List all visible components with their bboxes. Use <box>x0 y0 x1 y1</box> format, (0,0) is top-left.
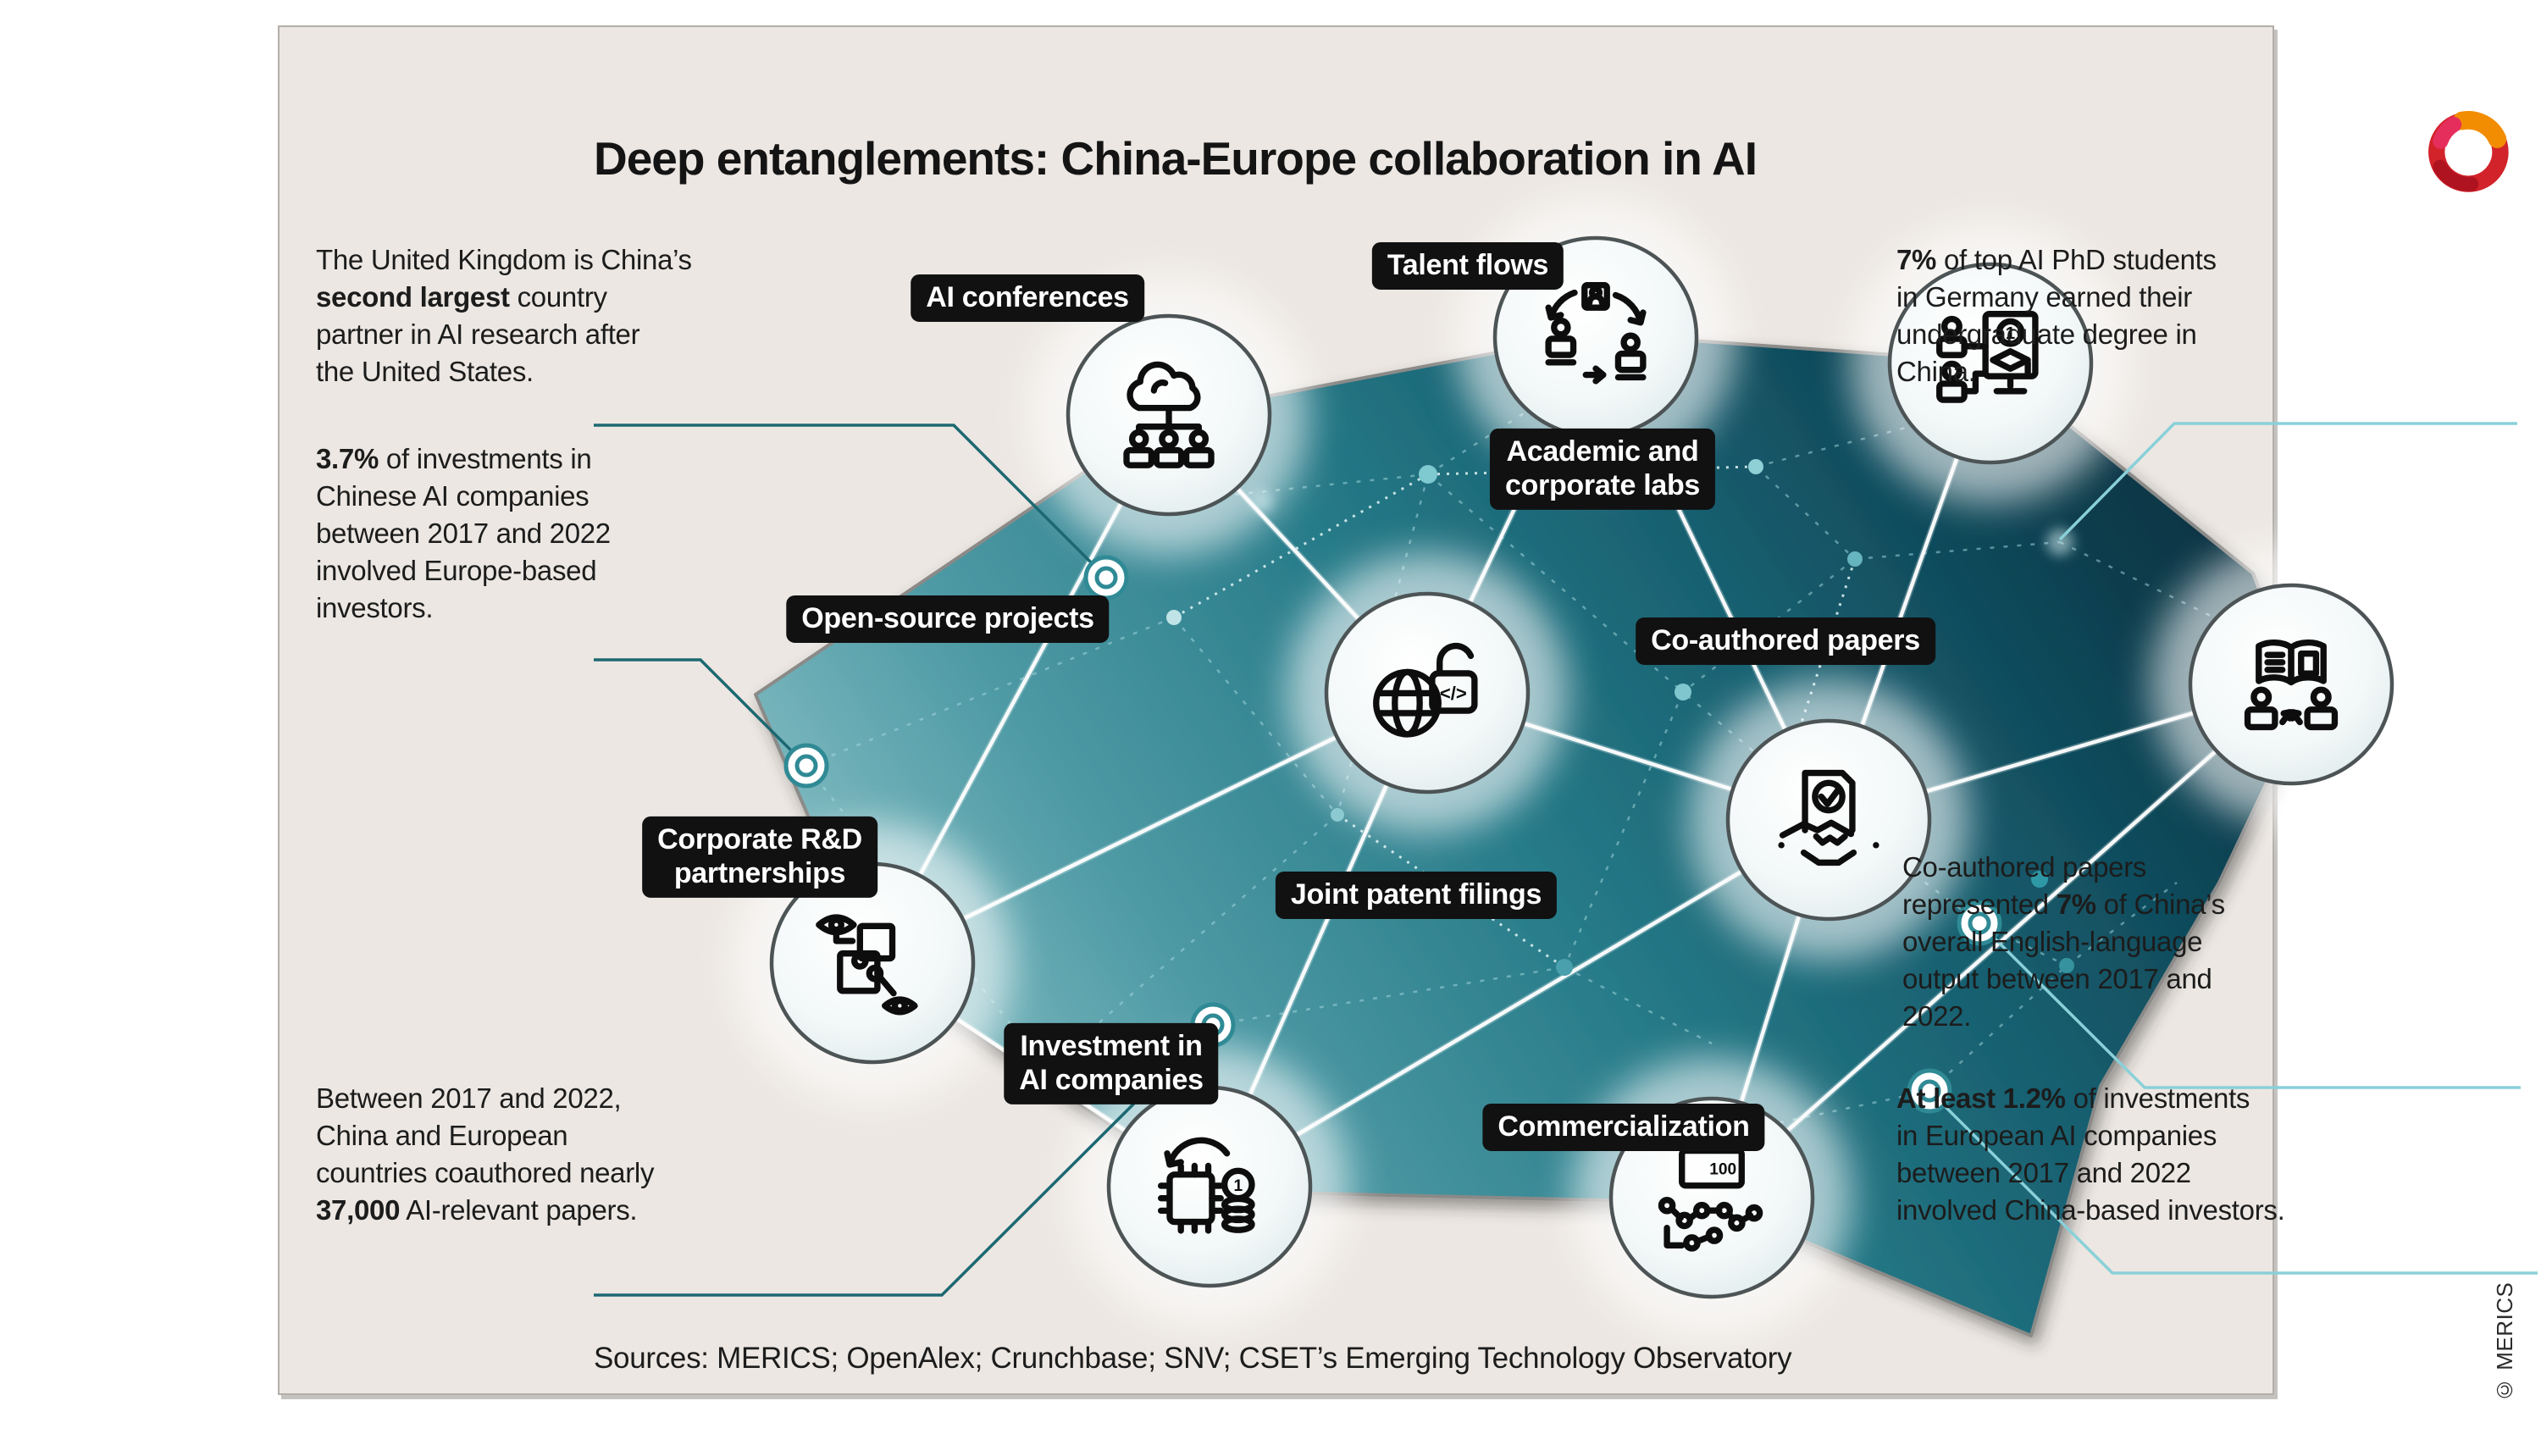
investment-icon: 1 <box>1157 1137 1255 1234</box>
corporate-rd-icon <box>816 914 918 1016</box>
phd-connector <box>2058 422 2517 541</box>
mesh-dot <box>1556 959 1573 976</box>
label-co: Co-authored papers <box>1636 617 1935 666</box>
edge-underlay <box>1206 691 1431 1188</box>
open-source-icon: </> <box>1373 642 1478 738</box>
edge-line <box>1826 363 1993 821</box>
mesh-dot <box>1166 610 1182 625</box>
mesh-dot <box>1847 551 1863 567</box>
label-ta: Talent flows <box>1371 241 1564 291</box>
mesh-dot <box>1331 808 1344 822</box>
copyright-vertical: © MERICS <box>2492 1282 2517 1403</box>
edge-line <box>1425 336 1598 694</box>
label-jp: Joint patent filings <box>1275 871 1558 920</box>
edge-line <box>1426 690 1830 822</box>
mesh-line <box>1755 404 1991 468</box>
china-investment-connector <box>594 658 808 767</box>
edge-underlay <box>1426 689 1830 823</box>
edge-line <box>871 413 1171 965</box>
label-ai: AI conferences <box>911 274 1144 323</box>
ring-node <box>783 743 829 789</box>
mesh-line <box>2059 540 2220 622</box>
sources-line: Sources: MERICS; OpenAlex; Crunchbase; S… <box>594 1342 1792 1375</box>
node-jp <box>1725 718 1932 922</box>
halo-dot <box>1251 490 1273 512</box>
mesh-line <box>1782 558 1857 778</box>
node-glow <box>2151 545 2431 824</box>
page-title: Deep entanglements: China-Europe collabo… <box>594 131 1758 185</box>
co-authored-papers-icon <box>2244 639 2339 731</box>
mesh-line <box>1564 966 1713 1045</box>
node-os: </> <box>1324 591 1531 794</box>
mesh-line <box>1168 473 1429 503</box>
edge-line <box>1167 413 1429 695</box>
edge-line <box>872 690 1428 966</box>
edge-underlay <box>869 413 1172 965</box>
mesh-line <box>1173 473 1429 619</box>
svg-text:1: 1 <box>1233 1177 1243 1195</box>
edge-line <box>1207 692 1430 1187</box>
node-ai <box>1066 313 1272 517</box>
uk-connector <box>594 424 1108 579</box>
mesh-line <box>1682 691 1785 778</box>
mesh-line <box>1212 966 1565 1027</box>
edge-underlay <box>1827 681 2293 823</box>
mesh-dot <box>1419 465 1437 484</box>
edge-underlay <box>1592 335 1832 822</box>
mesh-line <box>1173 617 1338 816</box>
halo-dot <box>2046 529 2073 556</box>
mesh-line <box>1755 466 1856 560</box>
ai-conferences-icon <box>1123 361 1215 468</box>
mesh-line <box>1563 691 1685 968</box>
commercialization-icon: 100 <box>1658 1147 1763 1252</box>
mesh-line <box>1336 473 1430 816</box>
mesh-line <box>1854 540 2061 561</box>
node-glow <box>1287 553 1567 833</box>
annotation-coauthored-count: Between 2017 and 2022,China and European… <box>316 1082 655 1226</box>
node-co <box>2188 583 2394 786</box>
edge-underlay <box>1825 362 1994 822</box>
label-ac: Academic and corporate labs <box>1489 428 1716 511</box>
edge-underlay <box>871 689 1429 966</box>
node-in: 1 <box>1106 1085 1313 1288</box>
mesh-dot <box>1675 684 1691 700</box>
edge-underlay <box>1166 412 1430 695</box>
edge-line <box>1593 336 1831 821</box>
label-os: Open-source projects <box>786 595 1110 644</box>
svg-text:100: 100 <box>1709 1161 1736 1179</box>
talent-flows-icon <box>1545 282 1647 385</box>
mesh-dot <box>1748 459 1763 474</box>
label-cm: Commercialization <box>1482 1103 1765 1152</box>
joint-patent-icon <box>1778 769 1879 866</box>
node-glow <box>1572 1058 1852 1337</box>
merics-logo-icon <box>2421 102 2517 198</box>
label-cr: Corporate R&D partnerships <box>642 816 877 899</box>
edge-line <box>1828 682 2292 822</box>
label-in: Investment in AI companies <box>1004 1022 1219 1105</box>
ring-node <box>1083 555 1129 601</box>
edge-underlay <box>1424 335 1599 695</box>
svg-text:</>: </> <box>1440 683 1467 704</box>
halo-dot <box>1769 761 1799 792</box>
